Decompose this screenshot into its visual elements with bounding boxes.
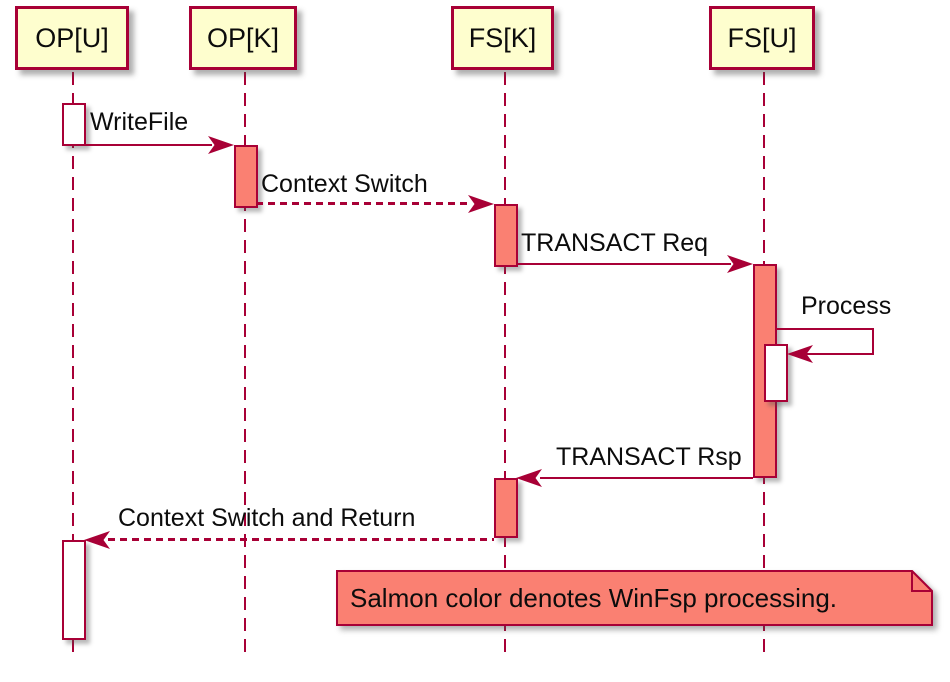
activation-op-u-writefile	[62, 103, 86, 146]
participant-fs-k-label: FS[K]	[468, 22, 537, 53]
lifeline-op-k	[244, 72, 246, 653]
participant-fs-u: FS[U]	[709, 6, 815, 70]
message-line-context-switch	[256, 202, 472, 205]
lifeline-op-u	[72, 72, 74, 653]
activation-fs-u-process	[764, 344, 788, 402]
message-label-transact-req: TRANSACT Req	[521, 229, 709, 257]
activation-fs-k-request	[494, 204, 518, 267]
message-line-context-switch-return	[108, 538, 494, 541]
participant-fs-k: FS[K]	[451, 6, 554, 70]
message-line-process-out	[777, 328, 874, 330]
message-label-writefile: WriteFile	[90, 108, 189, 136]
message-line-process-return	[793, 353, 874, 355]
message-line-transact-req	[516, 263, 731, 265]
note: Salmon color denotes WinFsp processing.	[336, 570, 933, 626]
message-line-transact-rsp	[540, 477, 753, 479]
message-line-process-down	[872, 328, 874, 355]
message-label-context-switch: Context Switch	[261, 170, 428, 198]
participant-op-k-label: OP[K]	[206, 22, 280, 53]
activation-op-u-return	[62, 540, 86, 640]
note-shape	[336, 570, 933, 626]
participant-op-u-label: OP[U]	[35, 22, 109, 53]
participant-op-u: OP[U]	[15, 6, 129, 70]
arrowhead-context-switch-return	[84, 531, 110, 549]
message-label-transact-rsp: TRANSACT Rsp	[556, 443, 742, 471]
activation-fs-k-response	[494, 478, 518, 538]
lifeline-fs-k	[504, 72, 506, 653]
message-line-writefile	[84, 144, 212, 146]
note-text: Salmon color denotes WinFsp processing.	[350, 582, 838, 613]
participant-op-k: OP[K]	[189, 6, 297, 70]
activation-op-k	[234, 145, 258, 208]
message-label-process: Process	[801, 292, 892, 320]
arrowhead-transact-rsp	[516, 469, 542, 487]
message-label-context-switch-return: Context Switch and Return	[118, 504, 416, 532]
participant-fs-u-label: FS[U]	[727, 22, 797, 53]
